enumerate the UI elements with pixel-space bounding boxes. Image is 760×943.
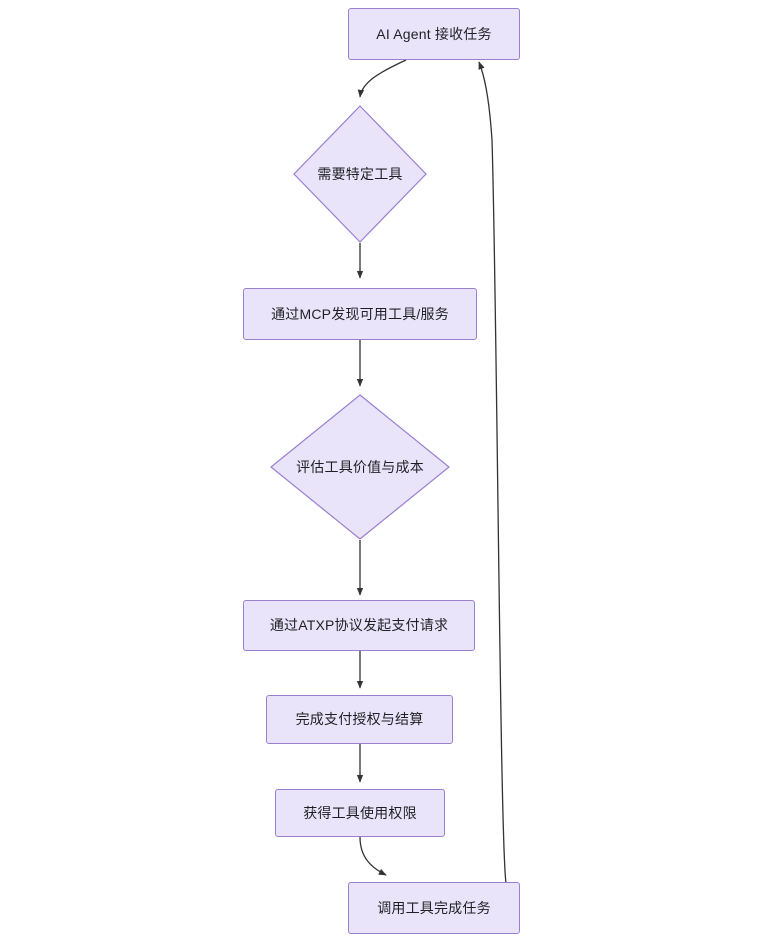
edge-n7-to-n8	[359, 836, 387, 876]
flow-node-discover-tools-via-mcp[interactable]: 通过MCP发现可用工具/服务	[243, 288, 477, 340]
flow-node-label: 完成支付授权与结算	[295, 711, 424, 728]
flow-node-label: 获得工具使用权限	[303, 804, 417, 821]
flow-node-receive-task[interactable]: AI Agent 接收任务	[348, 8, 520, 60]
flow-node-label: 调用工具完成任务	[377, 899, 491, 916]
flow-node-label: 通过ATXP协议发起支付请求	[269, 617, 449, 634]
flow-node-obtain-tool-access[interactable]: 获得工具使用权限	[275, 789, 445, 837]
flow-node-invoke-tool-finish-task[interactable]: 调用工具完成任务	[348, 882, 520, 934]
edge-n1-to-n2	[357, 59, 407, 98]
flow-node-evaluate-tool-value-cost[interactable]: 评估工具价值与成本	[270, 394, 450, 540]
diamond-shape-icon	[293, 105, 427, 243]
flow-node-complete-payment-settlement[interactable]: 完成支付授权与结算	[266, 695, 453, 744]
diamond-shape-icon	[270, 394, 450, 540]
flow-node-need-specific-tool[interactable]: 需要特定工具	[293, 105, 427, 243]
flow-node-label: 通过MCP发现可用工具/服务	[271, 305, 449, 322]
edge-n8-to-n1	[478, 61, 507, 884]
flow-node-label: 评估工具价值与成本	[296, 458, 424, 475]
flow-node-label: 需要特定工具	[317, 165, 403, 182]
flow-node-label: AI Agent 接收任务	[376, 25, 492, 42]
flow-node-initiate-payment-via-atxp[interactable]: 通过ATXP协议发起支付请求	[243, 600, 475, 651]
